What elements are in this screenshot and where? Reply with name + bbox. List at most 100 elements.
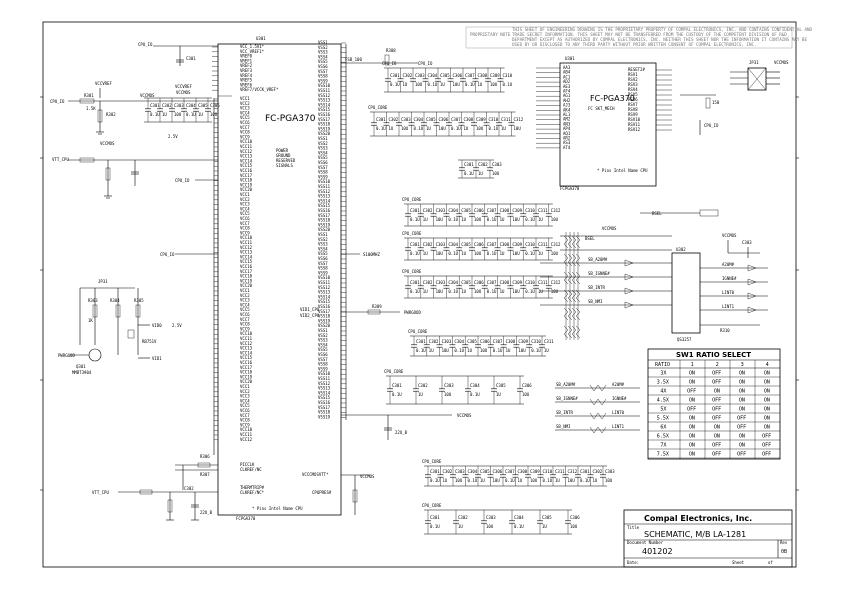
cpu-main-vcc-pin: VCC7 (240, 221, 250, 226)
sw-select-net: SB_IGNNE# (556, 396, 578, 401)
cpu-main-vcc-pin: VCC5 (240, 403, 250, 408)
cap-value: 1U (500, 217, 505, 222)
cpu-main-vss-pin: VSS20 (318, 227, 331, 232)
cap-value: 1U (423, 251, 428, 256)
cap-designator: C304 (454, 339, 464, 344)
ratio-table-cell: 7.5X (657, 452, 669, 458)
cap-designator: C312 (568, 469, 578, 474)
cap-value: 1U (501, 126, 506, 131)
res-r306-label: R306 (200, 454, 210, 459)
cap-designator: C303 (492, 162, 502, 167)
net-fsb: FSB_100 (345, 57, 362, 62)
cpu-main-vss-pin: VSS13 (318, 194, 331, 199)
ratio-table-cell: ON (764, 380, 770, 386)
net-vcc-ratio: VCCMOS (602, 226, 617, 231)
cap-designator: C306 (210, 103, 220, 108)
buffer-label: U302 (676, 247, 686, 252)
cap-value: 0.1U (487, 217, 497, 222)
cap-value: 10U (480, 348, 488, 353)
cpu-main-vss-pin: VSS1 (318, 136, 328, 141)
schematic-title: SCHEMATIC, M/B LA-1281 (644, 530, 746, 539)
cap-value: 1U (464, 126, 469, 131)
res-r307-label: R307 (200, 472, 210, 477)
cpu-second-left-pin: AM2 (563, 117, 571, 122)
cpu-main-vcc-pin: VCC10 (240, 235, 253, 240)
cap-designator: C306 (474, 242, 484, 247)
cpu-second-right-pin: RSV9 (628, 112, 638, 117)
cpu-main-vcc-pin: VCC7 (240, 125, 250, 130)
ratio-table-cell: OFF (762, 443, 771, 449)
cpu-main-vss-pin: VSS17 (318, 117, 331, 122)
cpu-main-vcc-pin: VCC11 (240, 432, 253, 437)
net-vccmos: VCCMOS (176, 90, 191, 95)
cpu-main-vss-pin: VSS10 (318, 83, 331, 88)
cpu-main-vss-pin: VSS17 (318, 309, 331, 314)
cpu-main-designator: U301 (256, 36, 266, 41)
cap-value: 1U (198, 112, 203, 117)
cap-value: 10U (436, 217, 444, 222)
cap-designator: C311 (555, 469, 565, 474)
cpu-main-vcc-pin: VCC2 (240, 389, 250, 394)
cpu-main-vcc-pin: VCC12 (240, 245, 253, 250)
cap-value: 0.1U (487, 289, 497, 294)
ratio-table-cell: OFF (737, 425, 746, 431)
net-vcc-buffer: VCCMOS (722, 233, 737, 238)
cpu-main-vss-pin: VSS3 (318, 242, 328, 247)
cap-value: 10U (436, 289, 444, 294)
cpu-main-vss-pin: VSS5 (318, 251, 328, 256)
net-vid1: VID1 (152, 356, 162, 361)
cap-designator: C301 (416, 339, 426, 344)
cpu-main-vcc-pin: VCC11 (240, 144, 253, 149)
ratio-table-cell: 3.5X (657, 380, 669, 386)
net-vccmos-2: VCCMOS (140, 93, 155, 98)
cap-designator: C305 (426, 117, 436, 122)
net-bsel: BSEL (652, 211, 662, 216)
cap-value: 0.1U (580, 478, 590, 483)
reset-transistor-circuit: JP31 R303 R304 R305 1K VID0 2.5V RB751V … (58, 279, 182, 375)
cpu-main-vcc-pin: VCC10 (240, 139, 253, 144)
cpu-main-vss-pin: VSS4 (318, 246, 328, 251)
ratio-table-cell: OFF (762, 434, 771, 440)
cpu-second-left-pin: AF4 (563, 89, 571, 94)
cap-designator: C306 (480, 339, 490, 344)
ratio-table-header: 4 (766, 362, 769, 368)
cap-designator: C303 (605, 469, 615, 474)
cap-bank-net-label: CPU_CORE (368, 105, 388, 110)
cap-designator: C304 (414, 117, 424, 122)
cpu-second-right-pin: RSV8 (628, 107, 638, 112)
cpu-main-vss-pin: VSS13 (318, 386, 331, 391)
cap-value: 10U (444, 392, 452, 397)
net-vccmos-right: VCCMOS (457, 413, 472, 418)
cap-designator: C312 (514, 117, 524, 122)
cap-designator: C301 (390, 73, 400, 78)
cap-designator: C309 (512, 242, 522, 247)
cpu-main-vss-pin: VSS18 (318, 314, 331, 319)
cpu-main-vss-pin: VSS7 (318, 165, 328, 170)
cap-value: 1U (518, 478, 523, 483)
net-pwrgood: PWRGOOD (58, 353, 75, 358)
cap-value: 0.1U (410, 289, 420, 294)
cap-designator: C304 (428, 73, 438, 78)
cap-value: 10U (514, 126, 522, 131)
cap-value: 1U (461, 289, 466, 294)
cap-designator: C312 (551, 242, 561, 247)
cpu-second-right-pin: RESET2# (628, 67, 645, 72)
ratio-table-cell: ON (739, 398, 745, 404)
cpu-second-right-pin: RSV12 (628, 127, 641, 132)
cap-value: 10U (436, 251, 444, 256)
cpu-main-vcc-pin: VCC6 (240, 408, 250, 413)
cap-designator: C309 (512, 208, 522, 213)
cpu-main-vcc-pin: VCC15 (240, 355, 253, 360)
cpu-main-vcc-pin: VCC20 (240, 283, 253, 288)
cpu-main-vcc-pin: VCC16 (240, 264, 253, 269)
cpu-main-label-power: POWER (276, 148, 289, 153)
cpu-main-vss-pin: VSS2 (318, 45, 328, 50)
ratio-table-cell: 5.5X (657, 416, 669, 422)
ratio-table-title: SW1 RATIO SELECT (676, 351, 751, 359)
cap-designator: C311 (538, 242, 548, 247)
cap-value: 0.1U (430, 524, 440, 529)
cap-designator: C309 (518, 339, 528, 344)
cpu-main-vss-pin: VSS4 (318, 54, 328, 59)
